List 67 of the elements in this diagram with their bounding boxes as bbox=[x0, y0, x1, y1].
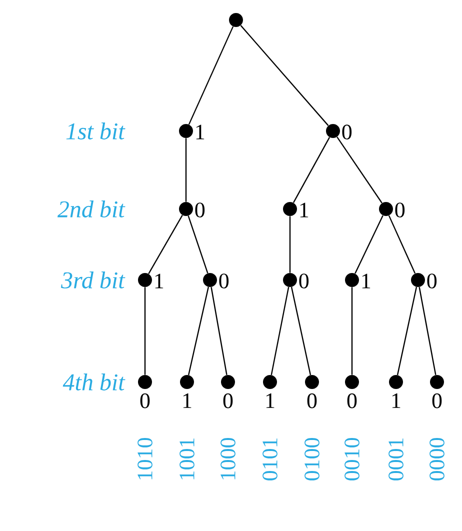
bit-digit: 0 bbox=[342, 124, 352, 140]
tree-dot bbox=[379, 202, 393, 216]
tree-branch bbox=[185, 138, 187, 202]
tree-branch bbox=[148, 214, 183, 274]
bit-digit: 1 bbox=[155, 274, 164, 288]
tree-branch bbox=[290, 286, 312, 376]
tree-dot bbox=[411, 273, 425, 287]
tree-dot bbox=[203, 273, 217, 287]
bit-level-label: 4th bit bbox=[62, 374, 126, 390]
tree-dot bbox=[180, 375, 194, 389]
tree-branch bbox=[240, 25, 329, 126]
tree-branch bbox=[289, 216, 291, 273]
tree-branch bbox=[188, 216, 208, 274]
tree-dot bbox=[389, 375, 403, 389]
code-word: 0001 bbox=[388, 438, 404, 480]
tree-branch bbox=[188, 26, 234, 125]
tree-branch bbox=[210, 286, 228, 376]
tree-branch bbox=[336, 136, 382, 204]
bit-digit: 0 bbox=[347, 393, 357, 408]
tree-branch bbox=[351, 287, 353, 375]
bit-digit: 0 bbox=[140, 393, 150, 408]
code-word: 0010 bbox=[344, 438, 360, 480]
bit-digit: 1 bbox=[362, 274, 370, 288]
tree-dot bbox=[345, 273, 359, 287]
bit-digit: 0 bbox=[427, 274, 437, 288]
bit-level-label: 1st bit bbox=[66, 122, 126, 140]
bit-digit: 0 bbox=[219, 274, 229, 288]
bit-digit: 0 bbox=[307, 393, 317, 408]
tree-dot bbox=[229, 13, 243, 27]
tree-branch bbox=[188, 286, 209, 376]
bit-digit: 1 bbox=[300, 202, 308, 218]
tree-dot bbox=[138, 375, 152, 389]
bit-level-label: 2nd bit bbox=[57, 200, 126, 218]
tree-branch bbox=[396, 286, 418, 376]
tree-dot bbox=[179, 202, 193, 216]
tree-dot bbox=[345, 375, 359, 389]
tree-dot bbox=[283, 273, 297, 287]
code-word: 0000 bbox=[430, 438, 444, 480]
tree-dot bbox=[179, 124, 193, 138]
bit-digit: 1 bbox=[392, 393, 400, 408]
tree-dot bbox=[283, 202, 297, 216]
code-word: 1000 bbox=[220, 438, 236, 480]
tree-branch bbox=[270, 286, 290, 376]
tree-branch bbox=[354, 215, 384, 274]
code-word: 1001 bbox=[180, 438, 194, 480]
tree-dot bbox=[221, 375, 235, 389]
bit-digit: 1 bbox=[266, 393, 274, 408]
tree-dot bbox=[138, 273, 152, 287]
tree-dot bbox=[326, 124, 340, 138]
bit-level-label: 3rd bit bbox=[60, 272, 126, 288]
code-word: 1010 bbox=[138, 438, 152, 480]
tree-branch bbox=[388, 215, 416, 274]
bit-digit: 1 bbox=[196, 124, 204, 140]
tree-branch bbox=[144, 287, 146, 375]
tree-branch bbox=[292, 137, 330, 203]
bit-digit: 0 bbox=[432, 393, 442, 408]
bit-digit: 0 bbox=[395, 202, 405, 218]
tree-dot bbox=[305, 375, 319, 389]
bit-digit: 0 bbox=[299, 274, 309, 288]
tree-branch bbox=[418, 286, 436, 376]
code-word: 0100 bbox=[304, 438, 320, 480]
bit-digit: 1 bbox=[183, 393, 192, 408]
bit-digit: 0 bbox=[195, 202, 205, 218]
code-word: 0101 bbox=[262, 438, 278, 480]
bit-digit: 0 bbox=[223, 393, 233, 408]
tree-dot bbox=[430, 375, 444, 389]
tree-dot bbox=[263, 375, 277, 389]
